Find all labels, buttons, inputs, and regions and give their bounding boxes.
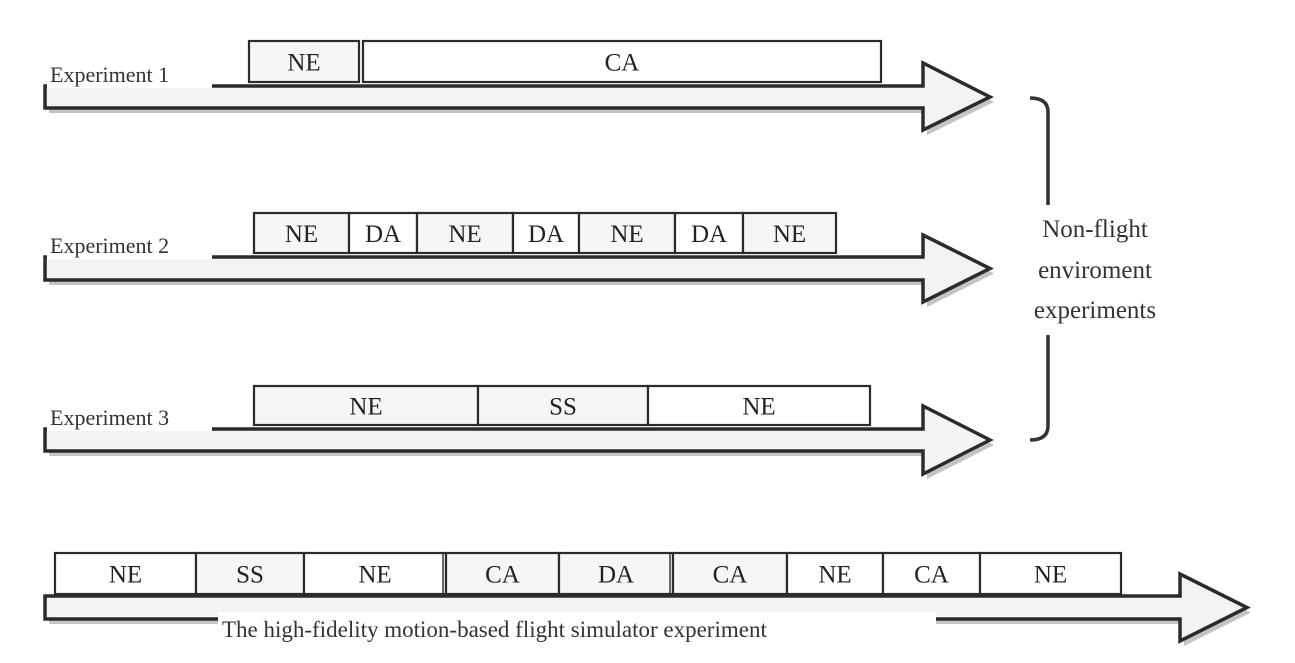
segment-ca: CA xyxy=(671,551,789,596)
segment-box xyxy=(194,551,306,596)
segment-label: NE xyxy=(448,221,481,248)
segment-ne: NE xyxy=(252,211,351,255)
segment-ca: CA xyxy=(881,551,982,596)
group-label-line-2: enviroment xyxy=(1038,257,1152,284)
experiment-2-label: Experiment 2 xyxy=(50,233,169,258)
segment-box xyxy=(646,384,872,427)
segment-ne: NE xyxy=(978,551,1123,596)
segment-label: DA xyxy=(365,221,401,248)
segment-box xyxy=(978,551,1123,596)
segment-label: NE xyxy=(742,394,775,421)
group-label-line-3: experiments xyxy=(1034,297,1156,324)
segment-label: NE xyxy=(349,394,382,421)
segment-ss: SS xyxy=(194,551,306,596)
non-flight-bracket: Non-flight enviroment experiments xyxy=(1029,96,1156,442)
segment-box xyxy=(476,384,650,427)
simulator-caption: The high-fidelity motion-based flight si… xyxy=(222,617,767,642)
segment-label: NE xyxy=(818,562,851,589)
segment-bar: NE DA NE DA NE DA NE xyxy=(252,211,838,255)
segment-da: DA xyxy=(557,551,675,596)
segment-label: CA xyxy=(485,562,520,589)
simulator-row: NE SS NE CA DA CA NE CA NE The high-fidelity mot… xyxy=(43,551,1251,646)
segment-ne: NE xyxy=(785,551,885,596)
segment-label: CA xyxy=(914,562,949,589)
experiment-3-row: NE SS NE Experiment 3 xyxy=(43,384,994,479)
segment-box xyxy=(673,211,745,255)
segment-label: NE xyxy=(1034,562,1067,589)
segment-label: CA xyxy=(713,562,748,589)
segment-label: SS xyxy=(236,562,264,589)
segment-bar: NE SS NE xyxy=(252,384,872,427)
segment-da: DA xyxy=(673,211,745,255)
arrow-body xyxy=(43,60,994,133)
segment-label: NE xyxy=(109,562,142,589)
segment-label: NE xyxy=(287,50,320,77)
segment-bar: NE SS NE CA DA CA NE CA NE xyxy=(53,551,1123,596)
experiment-2-row: NE DA NE DA NE DA NE Experiment 2 xyxy=(43,211,994,307)
segment-label: DA xyxy=(691,221,727,248)
segment-label: NE xyxy=(773,221,806,248)
segment-box xyxy=(302,551,448,596)
segment-label: DA xyxy=(598,562,634,589)
segment-ne: NE xyxy=(415,211,515,255)
segment-ca: CA xyxy=(444,551,561,596)
segment-ca: CA xyxy=(361,39,883,84)
segment-label: DA xyxy=(528,221,564,248)
segment-label: CA xyxy=(605,50,640,77)
caption-background xyxy=(218,612,936,646)
group-label-line-1: Non-flight xyxy=(1042,216,1148,243)
timeline-arrow xyxy=(43,60,994,135)
segment-box xyxy=(53,551,198,596)
segment-ne: NE xyxy=(577,211,677,255)
segment-label: NE xyxy=(285,221,318,248)
segment-ne: NE xyxy=(741,211,838,255)
segment-box xyxy=(785,551,885,596)
segment-bar: NE CA xyxy=(247,39,883,84)
segment-box xyxy=(741,211,838,255)
segment-label: NE xyxy=(358,562,391,589)
segment-ne: NE xyxy=(646,384,872,427)
experiment-3-label: Experiment 3 xyxy=(50,405,169,430)
segment-box xyxy=(557,551,675,596)
bracket-upper xyxy=(1029,96,1050,205)
experiment-1-row: NE CA Experiment 1 xyxy=(43,39,994,135)
segment-ss: SS xyxy=(476,384,650,427)
segment-label: SS xyxy=(549,394,577,421)
timeline-arrow xyxy=(43,232,994,307)
segment-ne: NE xyxy=(247,39,361,84)
segment-box xyxy=(444,551,561,596)
bracket-lower xyxy=(1029,335,1050,442)
segment-da: DA xyxy=(347,211,419,255)
segment-box xyxy=(247,39,361,84)
segment-label: NE xyxy=(610,221,643,248)
segment-box xyxy=(361,39,883,84)
experiment-1-label: Experiment 1 xyxy=(50,62,169,87)
arrow-body xyxy=(43,403,994,477)
segment-ne: NE xyxy=(53,551,198,596)
segment-ne: NE xyxy=(302,551,448,596)
arrow-body xyxy=(43,232,994,305)
segment-da: DA xyxy=(511,211,581,255)
segment-ne: NE xyxy=(252,384,480,427)
segment-box xyxy=(671,551,789,596)
timeline-arrow xyxy=(43,403,994,479)
